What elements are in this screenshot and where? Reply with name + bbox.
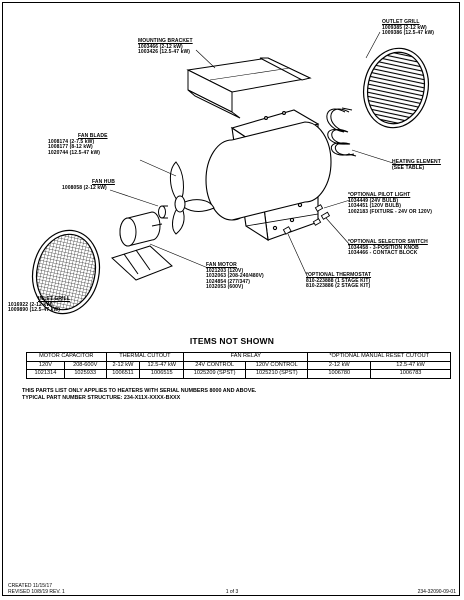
column-header: 2-12 kW — [105, 360, 141, 370]
part-number: 810-223888 (1 STAGE KIT) — [306, 277, 371, 284]
mounting-bracket — [186, 57, 312, 119]
part-number: 1024854 (277/347) — [206, 278, 250, 285]
table-cell: 1006515 — [139, 369, 185, 379]
part-number: 1032053 (600V) — [206, 284, 244, 291]
table-cell: 1006783 — [370, 369, 451, 379]
table-cell: 1006780 — [307, 369, 372, 379]
column-header: 12.5-47 kW — [370, 360, 451, 370]
inlet-grill — [31, 229, 101, 315]
group-header-fan-relay: FAN RELAY — [183, 352, 309, 362]
column-header: 208-600V — [63, 360, 107, 370]
callout-heating-element: HEATING ELEMENT (SEE TABLE) — [392, 159, 441, 171]
part-number: 810-223886 (2 STAGE KIT) — [306, 283, 371, 290]
page-border — [2, 2, 460, 596]
page-number: 1 of 3 — [225, 589, 239, 595]
part-number: 1021203 (120V) — [206, 267, 244, 274]
part-number: 1009385 (2-12 kW) — [382, 24, 427, 31]
callout-title: FAN MOTOR — [206, 262, 237, 268]
part-number: 1034449 (24V BULB) — [348, 197, 399, 204]
callout-thermostat: *OPTIONAL THERMOSTAT 810-223888 (1 STAGE… — [306, 272, 372, 290]
part-number: 1008177 (8-12 kW) — [48, 144, 93, 151]
table-cell: 1025209 (SPST) — [183, 369, 247, 379]
heating-element — [326, 107, 357, 157]
footer-revision-info: CREATED 11/15/17 REVISED 10/8/19 REV. 1 — [8, 583, 65, 595]
note-part-number-structure: TYPICAL PART NUMBER STRUCTURE: 234-X11X-… — [22, 394, 181, 401]
part-number: 1003466 (2-12 kW) — [138, 43, 183, 50]
part-number: 1002183 (FIXTURE - 24V OR 120V) — [348, 208, 432, 215]
document-number: 234-32090-09-01 — [417, 589, 456, 595]
table-subheader-row: 120V 208-600V 2-12 kW 12.5-47 kW 24V CON… — [26, 360, 451, 370]
optional-controls — [282, 204, 331, 235]
part-number: 1016922 (2-12 kW) — [8, 301, 53, 308]
callout-note: (SEE TABLE) — [392, 164, 425, 171]
column-header: 24V CONTROL — [183, 360, 247, 370]
callout-title: MOUNTING BRACKET — [138, 38, 193, 44]
leader-lines — [49, 31, 397, 301]
part-number: 1020744 (12.5-47 kW) — [48, 149, 101, 156]
callout-fan-blade: FAN BLADE 1008174 (2-7.5 kW) 1008177 (8-… — [48, 133, 108, 156]
part-number: 1008058 (2-12 kW) — [62, 184, 107, 191]
column-header: 120V CONTROL — [245, 360, 309, 370]
fan-blade — [170, 161, 215, 235]
callout-title: OUTLET GRILL — [382, 19, 420, 25]
callout-fan-motor: FAN MOTOR 1021203 (120V) 1032063 (208-24… — [206, 262, 264, 291]
callout-title: *OPTIONAL PILOT LIGHT — [348, 192, 411, 198]
callout-outlet-grill: OUTLET GRILL 1009385 (2-12 kW) 1009386 (… — [382, 19, 435, 37]
part-number: 1034451 (120V BULB) — [348, 203, 402, 210]
callout-title: FAN HUB — [92, 179, 115, 185]
callout-title: FAN BLADE — [78, 133, 108, 139]
column-header: 2-12 kW — [307, 360, 372, 370]
table-cell: 1021314 — [26, 369, 65, 379]
group-header-motor-capacitor: MOTOR CAPACITOR — [26, 352, 107, 362]
notes: THIS PARTS LIST ONLY APPLIES TO HEATERS … — [22, 388, 256, 401]
callout-selector-switch: *OPTIONAL SELECTOR SWITCH 1034458 - 3-PO… — [348, 239, 428, 257]
items-not-shown-table: MOTOR CAPACITOR THERMAL CUTOUT FAN RELAY… — [26, 352, 451, 379]
callout-mounting-bracket: MOUNTING BRACKET 1003466 (2-12 kW) 10034… — [138, 38, 193, 56]
callout-title: *OPTIONAL SELECTOR SWITCH — [348, 239, 428, 245]
part-number: 1032063 (208-240/480V) — [206, 273, 264, 280]
group-header-thermal-cutout: THERMAL CUTOUT — [105, 352, 185, 362]
callout-title: HEATING ELEMENT — [392, 159, 441, 165]
created-date: CREATED 11/15/17 — [8, 583, 53, 589]
items-not-shown-title: ITEMS NOT SHOWN — [189, 336, 275, 346]
part-number: 1003426 (12.5-47 kW) — [138, 49, 191, 56]
column-header: 120V — [26, 360, 65, 370]
part-number: 1008174 (2-7.5 kW) — [48, 138, 95, 145]
callout-title: INLET GRILL — [38, 296, 70, 302]
table-header-row: MOTOR CAPACITOR THERMAL CUTOUT FAN RELAY… — [26, 352, 451, 362]
revised-date: REVISED 10/8/19 REV. 1 — [8, 589, 65, 596]
note-serial-numbers: THIS PARTS LIST ONLY APPLIES TO HEATERS … — [22, 388, 257, 394]
callout-pilot-light: *OPTIONAL PILOT LIGHT 1034449 (24V BULB)… — [348, 192, 432, 215]
table-row: 1021314 1025933 1006511 1006515 1025209 … — [26, 369, 451, 379]
fan-hub — [158, 205, 168, 219]
heater-body — [205, 109, 332, 242]
group-header-manual-reset-cutout: *OPTIONAL MANUAL RESET CUTOUT — [307, 352, 451, 362]
part-number: 1009890 (12.5-47 kW) — [8, 307, 61, 314]
part-number: 1034466 - CONTACT BLOCK — [348, 250, 418, 257]
table-cell: 1025933 — [63, 369, 107, 379]
outlet-grill — [363, 47, 429, 129]
part-number: 1034458 - 3-POSITION KNOB — [348, 244, 419, 251]
part-number: 1009386 (12.5-47 kW) — [382, 30, 435, 37]
callout-title: *OPTIONAL THERMOSTAT — [306, 272, 372, 278]
table-cell: 1006511 — [105, 369, 141, 379]
callout-fan-hub: FAN HUB 1008058 (2-12 kW) — [62, 179, 115, 191]
callout-inlet-grill: INLET GRILL 1016922 (2-12 kW) 1009890 (1… — [8, 296, 70, 314]
column-header: 12.5-47 kW — [139, 360, 185, 370]
table-cell: 1025210 (SPST) — [245, 369, 309, 379]
fan-motor — [111, 211, 173, 281]
